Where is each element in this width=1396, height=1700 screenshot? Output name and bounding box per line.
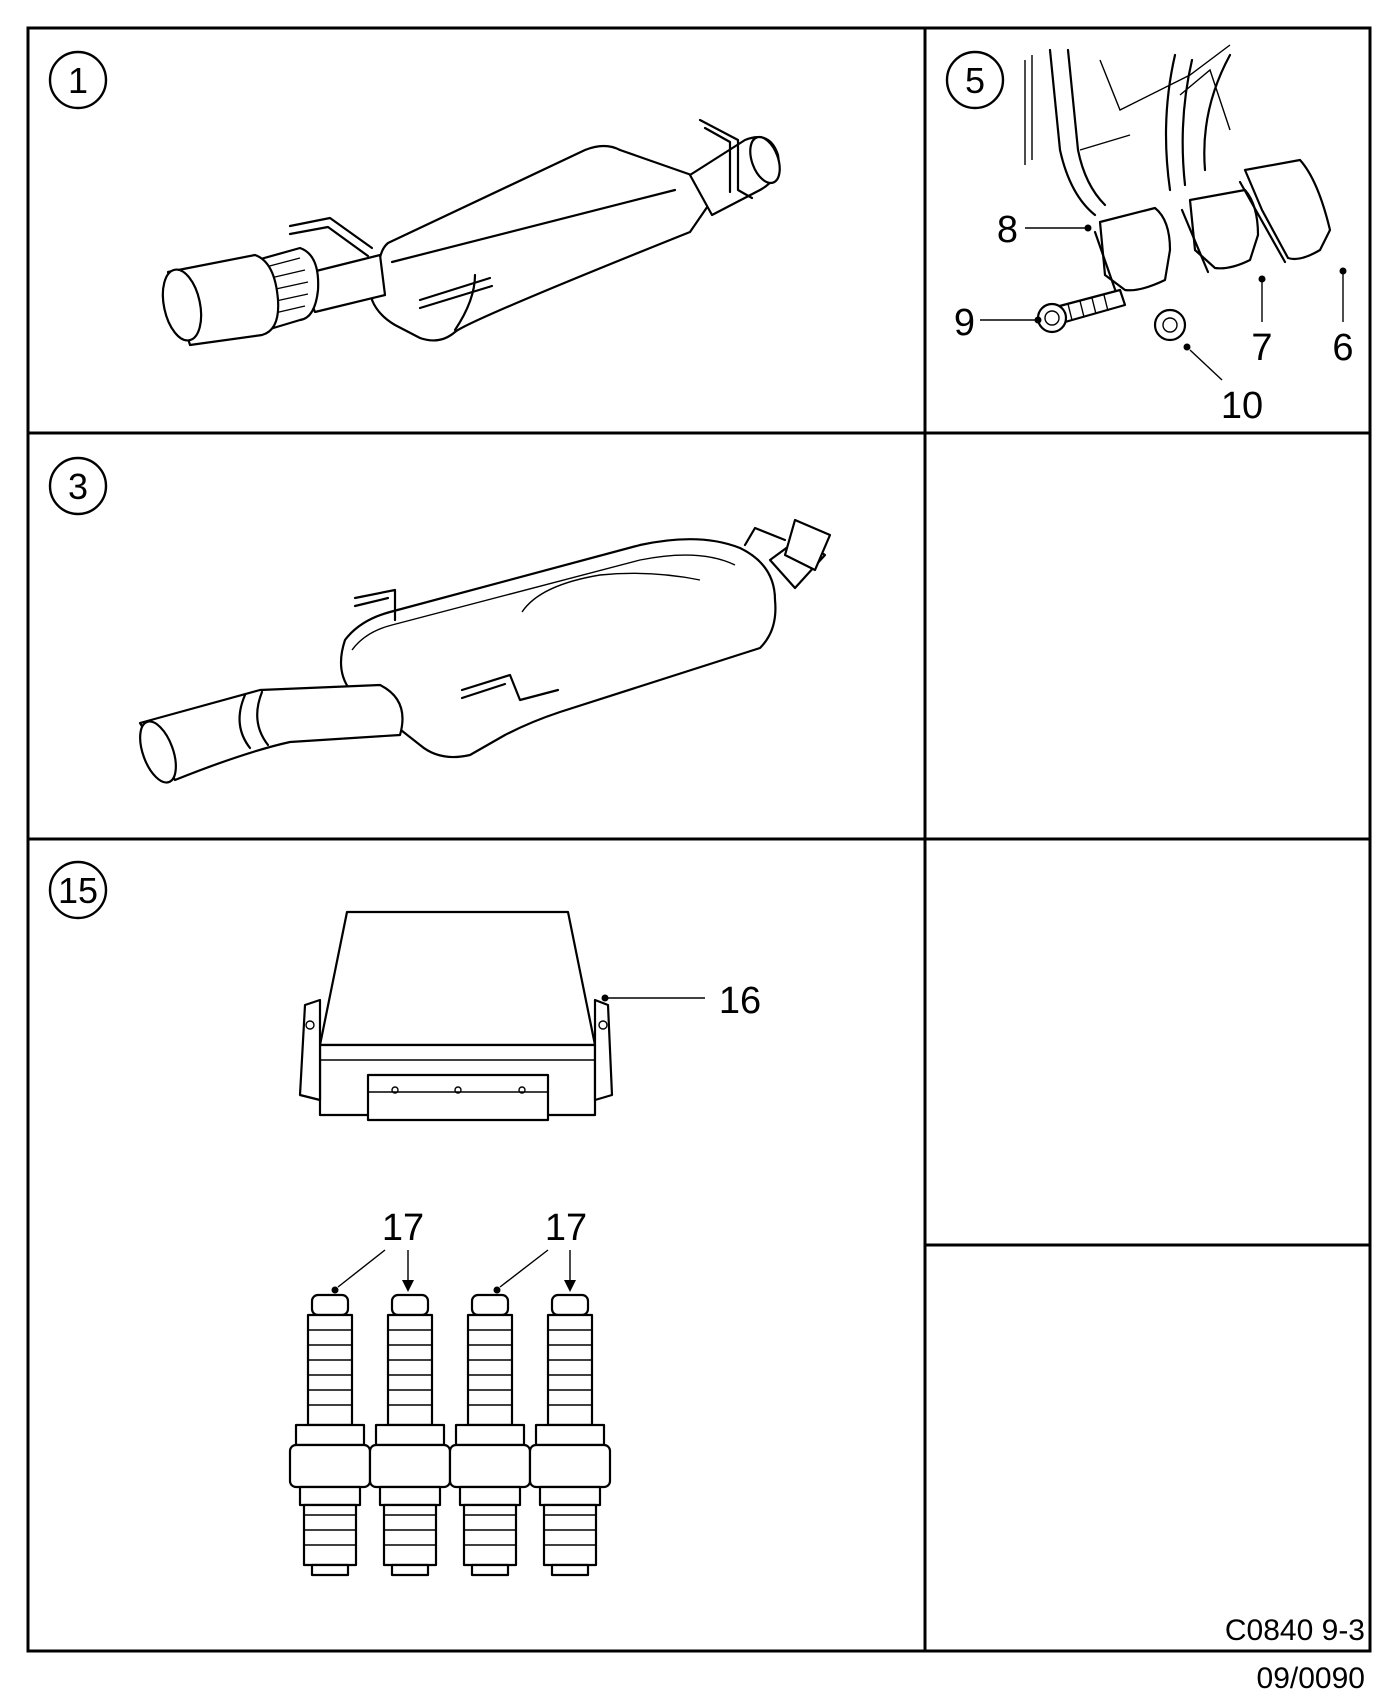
drawing-reference: C0840 9-3 09/0090: [1225, 1614, 1365, 1695]
callout-17-left: 17: [331, 1207, 424, 1294]
drawing-code: C0840 9-3: [1225, 1614, 1365, 1647]
panel-5: 5: [945, 44, 1354, 427]
panel-number-badge: 1: [48, 50, 108, 110]
callout-17-right: 17: [493, 1207, 587, 1294]
callout-label: 17: [382, 1207, 424, 1249]
callout-label: 16: [719, 980, 761, 1022]
pedal-assembly: [1024, 44, 1332, 342]
panel-number: 5: [965, 60, 985, 101]
spark-plug: [528, 1293, 612, 1577]
panel-number: 3: [68, 466, 88, 507]
callout-6: 6: [1332, 267, 1354, 369]
spark-plug: [368, 1293, 452, 1577]
diagram-grid: [26, 26, 1372, 1653]
panel-number-badge: 15: [48, 860, 108, 920]
drawing-date: 09/0090: [1257, 1662, 1365, 1695]
nut-10: [1153, 308, 1187, 342]
callout-7: 7: [1251, 275, 1273, 369]
callout-label: 17: [545, 1207, 587, 1249]
callout-label: 7: [1251, 327, 1272, 369]
callout-label: 10: [1221, 385, 1263, 427]
rear-muffler-with-oval-tip: [161, 118, 781, 347]
callout-9: 9: [954, 302, 1042, 344]
callout-8: 8: [997, 209, 1092, 251]
panel-number-badge: 3: [48, 456, 108, 516]
callout-16: 16: [601, 980, 761, 1022]
callout-label: 6: [1332, 327, 1353, 369]
bolt-9: [1036, 288, 1127, 334]
callout-label: 9: [954, 302, 975, 344]
rear-muffler-with-round-tip: [138, 518, 832, 784]
panel-number: 1: [68, 60, 88, 101]
spark-plug: [448, 1293, 532, 1577]
panel-number-badge: 5: [945, 50, 1005, 110]
callout-10: 10: [1183, 343, 1263, 427]
panel-15: 15 16: [48, 860, 761, 1577]
callout-label: 8: [997, 209, 1018, 251]
panel-3: 3: [48, 456, 832, 784]
spark-plugs: [288, 1293, 612, 1577]
spark-plug: [288, 1293, 372, 1577]
panel-number: 15: [58, 870, 98, 911]
engine-control-module: [298, 910, 614, 1122]
panel-1: 1: [48, 50, 781, 347]
